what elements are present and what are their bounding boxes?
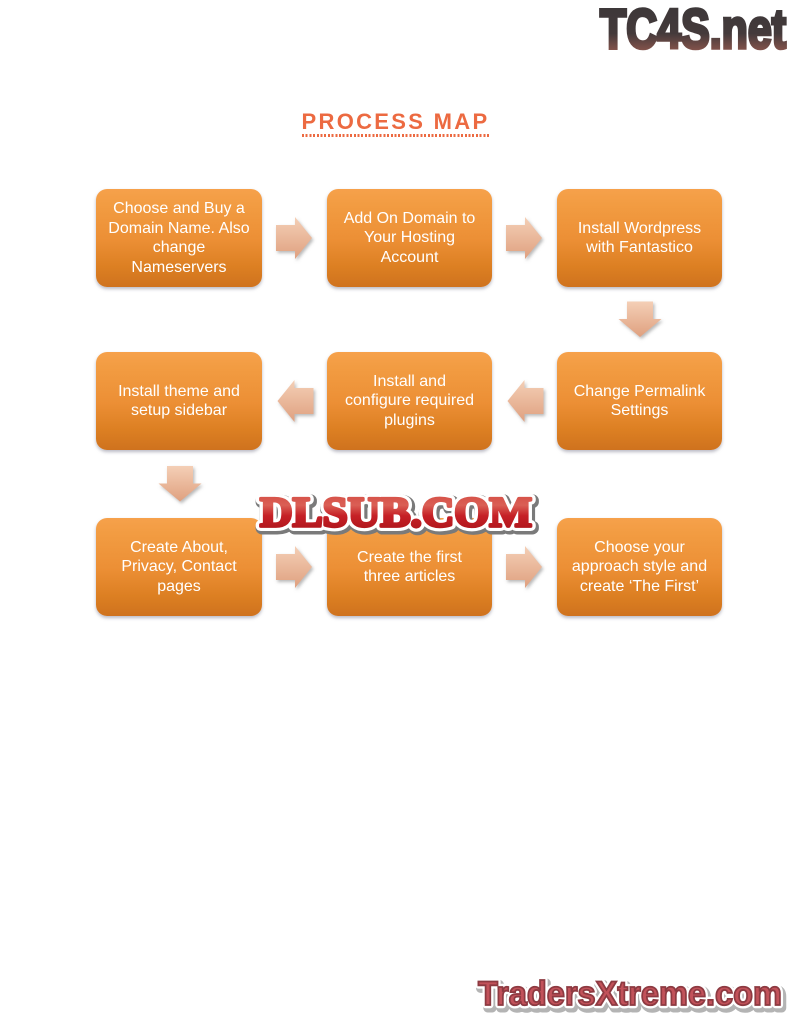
svg-text:DLSUB.COM: DLSUB.COM [262, 493, 534, 539]
svg-text:TradersXtreme.com: TradersXtreme.com [478, 975, 782, 1013]
svg-text:TradersXtreme.com: TradersXtreme.com [480, 978, 784, 1016]
svg-text:DLSUB.COM: DLSUB.COM [260, 491, 532, 537]
svg-text:DLSUB.COM: DLSUB.COM [260, 491, 532, 537]
svg-text:TC4S.net: TC4S.net [600, 0, 786, 58]
svg-text:TradersXtreme.com: TradersXtreme.com [478, 975, 782, 1013]
